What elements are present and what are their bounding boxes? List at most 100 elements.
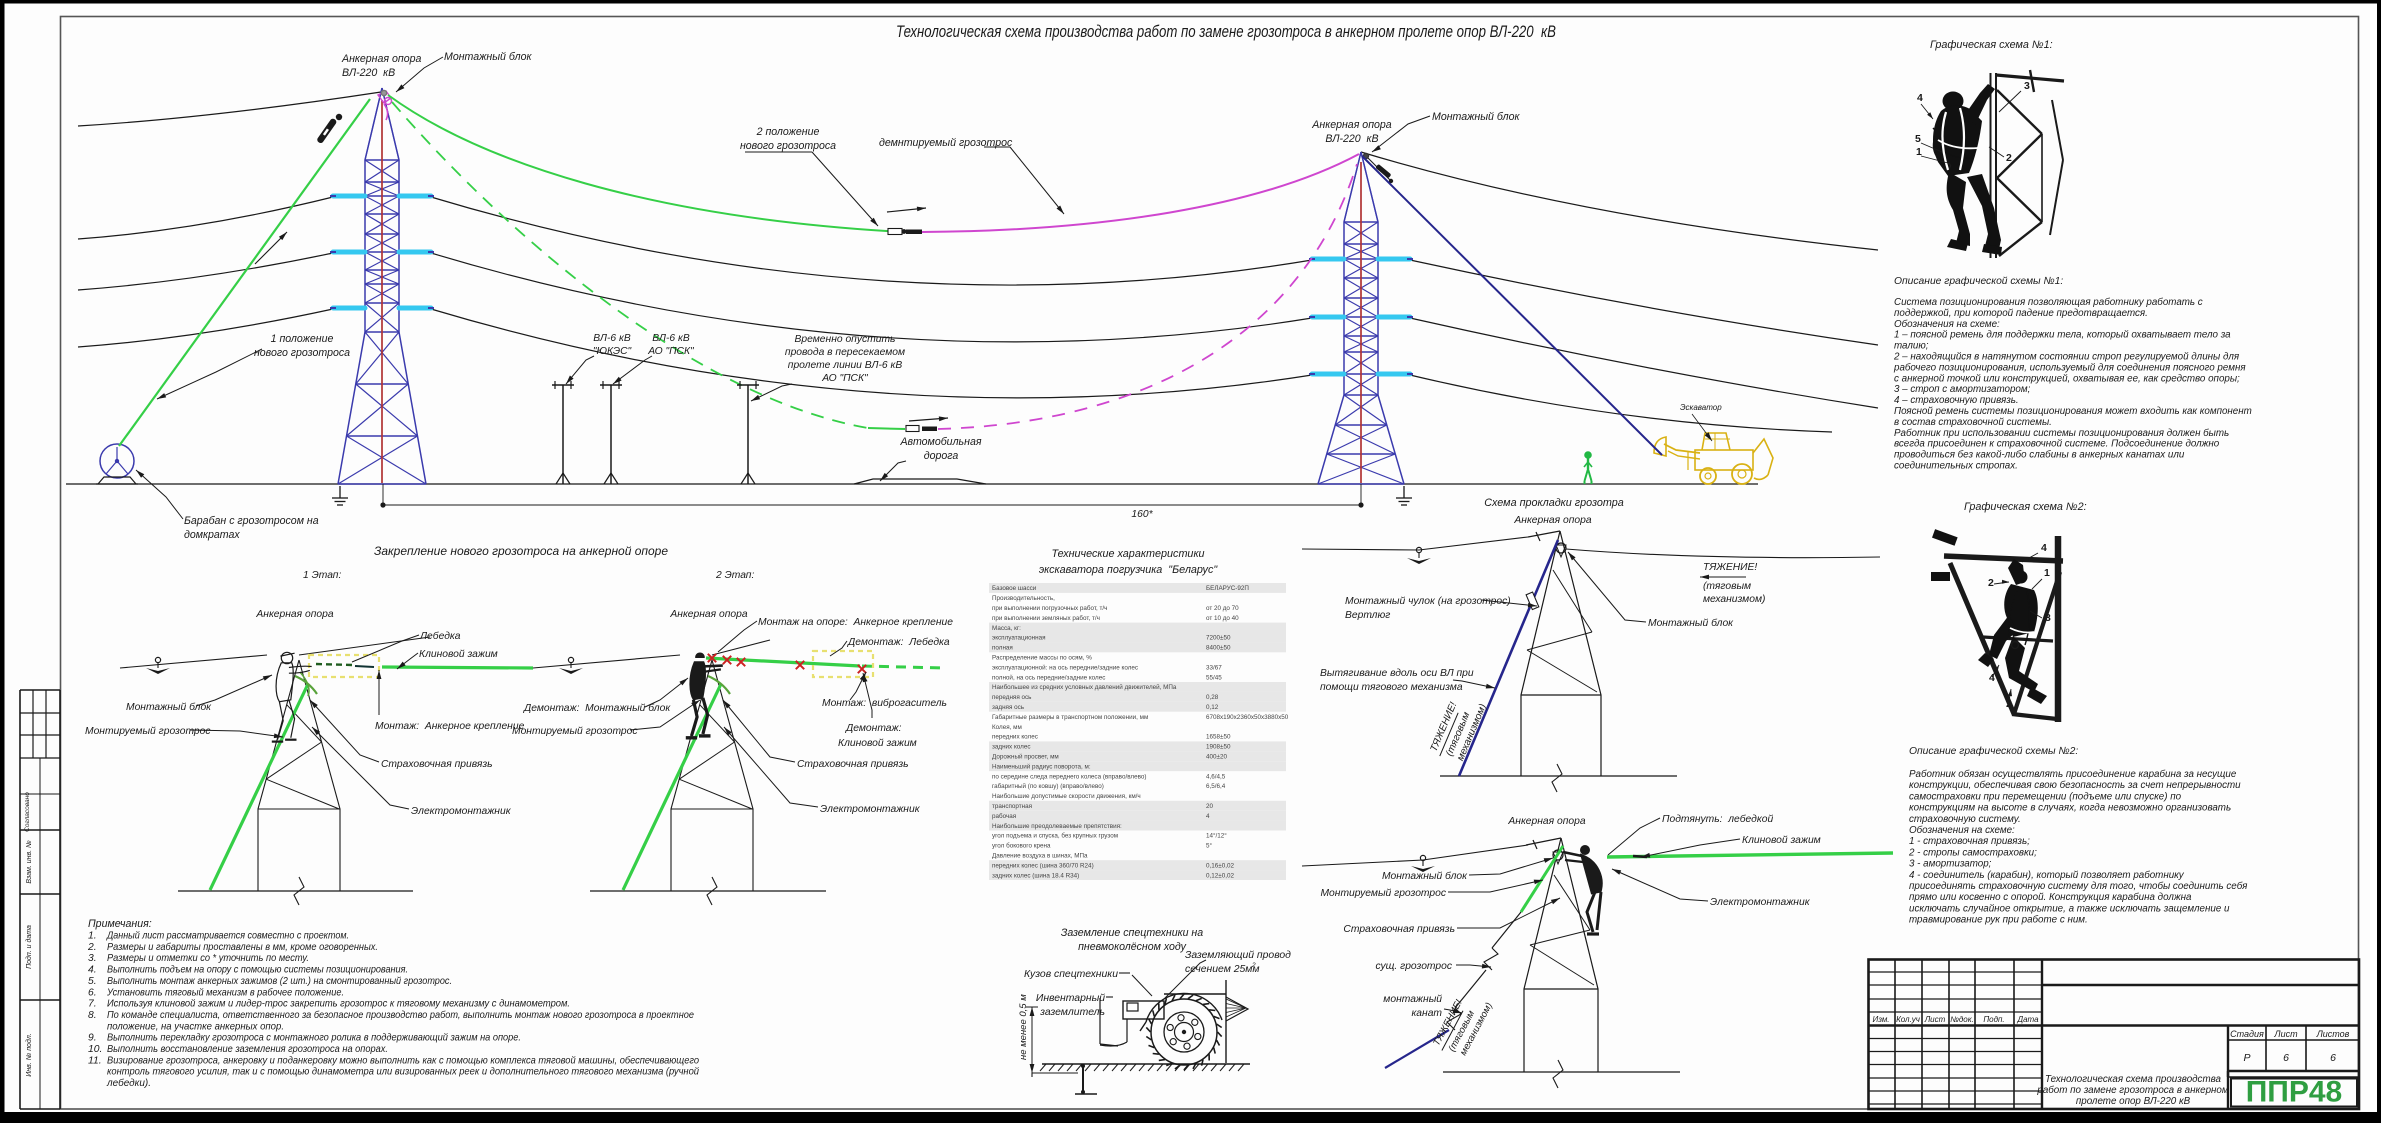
svg-text:Демонтаж: Лебедка: Демонтаж: Лебедка [847,636,950,648]
svg-text:Анкерная опора: Анкерная опора [1507,816,1585,827]
svg-text:1 Этап:: 1 Этап: [303,570,341,581]
svg-text:Данный лист рассматривается со: Данный лист рассматривается совместно с … [106,931,349,942]
svg-text:Анкерная опора: Анкерная опора [1311,119,1392,131]
svg-text:2: 2 [2006,152,2012,164]
svg-text:Взам. инв. №: Взам. инв. № [26,840,33,884]
svg-text:Размеры и отметки со * уточнит: Размеры и отметки со * уточнить по месту… [107,953,309,964]
svg-text:сущ. грозотрос: сущ. грозотрос [1375,961,1452,972]
svg-text:ВЛ-220 кВ: ВЛ-220 кВ [1325,133,1378,145]
svg-text:1: 1 [1916,146,1922,158]
svg-text:Р: Р [2243,1052,2250,1064]
svg-text:Описание графической схемы №2:: Описание графической схемы №2: [1909,745,2078,757]
svg-text:канат: канат [1411,1008,1442,1019]
svg-text:Работник обязан осуществлять п: Работник обязан осуществлять присоединен… [1909,769,2237,780]
svg-text:Согласовано: Согласовано [24,792,31,832]
svg-text:ВЛ-6 кВ: ВЛ-6 кВ [593,333,631,344]
svg-text:передних колес (шина 360/70 R2: передних колес (шина 360/70 R24) [992,862,1094,869]
svg-text:Анкерная опора: Анкерная опора [669,609,747,620]
svg-text:0,16±0,02: 0,16±0,02 [1206,862,1234,869]
svg-text:Электромонтажник: Электромонтажник [1710,897,1811,908]
svg-text:Монтажный блок: Монтажный блок [444,51,532,63]
svg-text:Клиновой зажим: Клиновой зажим [838,738,917,749]
svg-text:передняя ось: передняя ось [992,694,1032,701]
svg-text:3.: 3. [88,953,97,964]
svg-text:положение, на участке анкерных: положение, на участке анкерных опор. [107,1021,284,1032]
svg-text:Технологическая схема производ: Технологическая схема производства работ… [896,23,1556,41]
svg-text:№док.: №док. [1950,1015,1974,1024]
svg-text:10.: 10. [88,1044,102,1055]
svg-text:Масса, кг:: Масса, кг: [992,625,1021,632]
svg-text:Закрепление нового грозотроса: Закрепление нового грозотроса на анкерно… [374,544,668,558]
svg-text:талию;: талию; [1894,341,1929,352]
svg-text:не менее 0,5 м: не менее 0,5 м [1018,994,1029,1060]
svg-text:160*: 160* [1131,509,1153,520]
svg-text:нового грозотроса: нового грозотроса [740,140,836,152]
svg-text:1658±50: 1658±50 [1206,734,1231,741]
svg-text:при выполнении погрузочных раб: при выполнении погрузочных работ, т/ч [992,604,1107,612]
svg-text:Габаритные размеры в транспорт: Габаритные размеры в транспортном положе… [992,713,1148,721]
svg-text:Колея, мм: Колея, мм [992,724,1022,731]
svg-text:Вытягивание вдоль оси ВЛ при: Вытягивание вдоль оси ВЛ при [1320,668,1474,679]
svg-text:угол бокового крена: угол бокового крена [992,842,1051,850]
svg-text:2 положение: 2 положение [756,126,820,138]
svg-text:1: 1 [2044,567,2050,579]
svg-text:Графическая схема №1:: Графическая схема №1: [1930,39,2053,51]
svg-text:Инвентарный: Инвентарный [1036,993,1105,1004]
svg-text:3 – строп с амортизатором;: 3 – строп с амортизатором; [1894,384,2031,395]
svg-text:Инв. № подл.: Инв. № подл. [25,1033,33,1076]
svg-text:задних колес (шина 18.4 R34): задних колес (шина 18.4 R34) [992,872,1079,879]
svg-text:присоединять страховочную сист: присоединять страховочную систему для то… [1909,881,2248,892]
svg-text:0,12: 0,12 [1206,704,1219,711]
svg-text:от 20 до 70: от 20 до 70 [1206,605,1239,612]
svg-text:Выполнить перекладку грозотрос: Выполнить перекладку грозотроса с монтаж… [107,1033,521,1044]
svg-text:0,12±0,02: 0,12±0,02 [1206,872,1234,879]
svg-text:от 10 до 40: от 10 до 40 [1206,615,1239,622]
svg-text:4: 4 [1917,92,1923,104]
svg-text:ППР48: ППР48 [2246,1076,2343,1109]
svg-text:5.: 5. [88,976,97,987]
svg-text:Визирование грозотроса, анкеро: Визирование грозотроса, анкеровку и пода… [107,1054,699,1066]
svg-text:Демонтаж: Монтажный блок: Демонтаж: Монтажный блок [523,702,671,714]
svg-text:соединительных стропах.: соединительных стропах. [1894,461,2018,472]
svg-text:6,5/6,4: 6,5/6,4 [1206,783,1226,790]
svg-text:Распределение массы по осям, %: Распределение массы по осям, % [992,655,1092,662]
svg-text:14°/12°: 14°/12° [1206,832,1227,840]
svg-text:Технические характеристики: Технические характеристики [1051,548,1204,560]
svg-text:монтажный: монтажный [1383,994,1442,1005]
svg-text:Базовое шасси: Базовое шасси [992,585,1037,592]
svg-text:Выполнить подъем на опору с по: Выполнить подъем на опору с помощью сист… [107,965,408,976]
svg-text:Монтажный чулок (на грозотрос): Монтажный чулок (на грозотрос) [1345,596,1511,607]
svg-text:Анкерная опора: Анкерная опора [1513,515,1591,526]
svg-text:АО "ПСК": АО "ПСК" [647,346,695,357]
svg-text:заземлитель: заземлитель [1039,1007,1105,1018]
svg-text:Страховочная привязь: Страховочная привязь [797,759,909,770]
svg-text:Электромонтажник: Электромонтажник [411,806,512,817]
svg-text:2 – находящийся в натянутом со: 2 – находящийся в натянутом состоянии ст… [1893,352,2240,363]
svg-text:Размеры и габариты проставлены: Размеры и габариты проставлены в мм, кро… [107,941,378,953]
svg-text:0,28: 0,28 [1206,694,1219,701]
svg-text:Лист: Лист [1924,1015,1946,1024]
svg-text:ВЛ-6 кВ: ВЛ-6 кВ [652,333,690,344]
svg-text:Кол.уч: Кол.уч [1896,1015,1920,1024]
svg-text:Монтажный блок: Монтажный блок [126,701,212,713]
svg-text:контроль тягового усилия, так: контроль тягового усилия, так и с помощь… [107,1067,699,1078]
svg-text:задних колес: задних колес [992,744,1030,751]
svg-text:Лист: Лист [2273,1029,2298,1039]
svg-text:4.: 4. [88,965,97,976]
svg-text:Страховочная привязь: Страховочная привязь [1343,924,1455,935]
svg-text:помощи тягового механизма: помощи тягового механизма [1320,682,1463,693]
svg-text:8400±50: 8400±50 [1206,645,1231,652]
svg-text:Описание графической схемы №1:: Описание графической схемы №1: [1894,275,2063,287]
svg-text:работ по замене грозотроса в а: работ по замене грозотроса в анкерном [2036,1085,2228,1096]
svg-text:БЕЛАРУС-92П: БЕЛАРУС-92П [1206,585,1249,592]
svg-text:Монтаж: Анкерное крепление: Монтаж: Анкерное крепление [375,721,525,732]
svg-text:3: 3 [2024,80,2030,92]
svg-text:демнтируемый грозотрос: демнтируемый грозотрос [879,137,1013,149]
svg-text:транспортная: транспортная [992,803,1032,810]
svg-text:Наибольшее из средних условных: Наибольшее из средних условных давлений … [992,683,1177,691]
svg-text:55/45: 55/45 [1206,674,1222,681]
svg-text:провода в пересекаемом: провода в пересекаемом [785,347,905,358]
svg-text:Монтажный блок: Монтажный блок [1382,870,1468,882]
svg-text:4 - соединитель (карабин), кот: 4 - соединитель (карабин), который позво… [1909,870,2185,881]
svg-text:Выполнить монтаж анкерных зажи: Выполнить монтаж анкерных зажимов (2 шт.… [107,976,452,987]
